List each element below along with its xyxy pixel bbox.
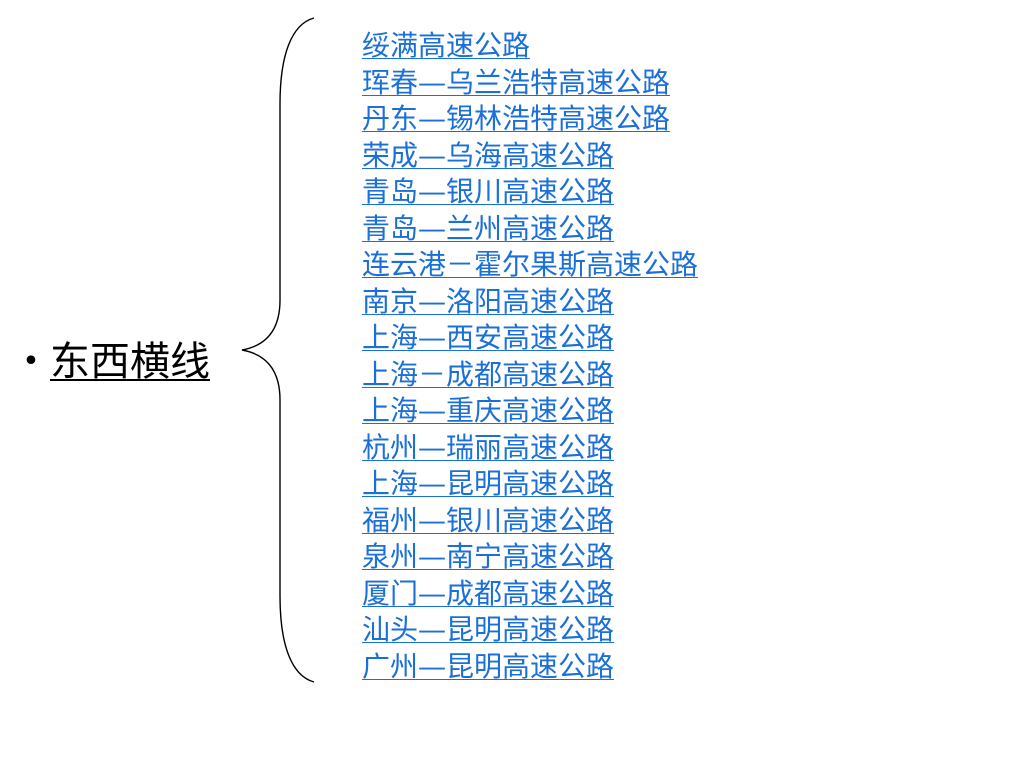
route-link[interactable]: 丹东—锡林浩特高速公路 xyxy=(362,102,671,135)
list-item: 荣成—乌海高速公路 xyxy=(362,138,698,175)
route-link[interactable]: 绥满高速公路 xyxy=(362,29,531,62)
curly-brace-icon xyxy=(241,17,315,683)
route-link[interactable]: 厦门—成都高速公路 xyxy=(362,576,615,610)
list-item: 连云港－霍尔果斯高速公路 xyxy=(362,247,698,284)
route-link[interactable]: 福州—银川高速公路 xyxy=(362,503,615,537)
route-link[interactable]: 汕头—昆明高速公路 xyxy=(362,613,615,646)
route-link[interactable]: 上海—重庆高速公路 xyxy=(362,394,615,427)
list-item: 绥满高速公路 xyxy=(362,28,698,65)
heading-text: 东西横线 xyxy=(50,339,210,385)
route-link[interactable]: 南京—洛阳高速公路 xyxy=(362,284,615,318)
route-link[interactable]: 泉州—南宁高速公路 xyxy=(362,540,615,573)
list-item: 上海—西安高速公路 xyxy=(362,320,698,357)
list-item: 上海—昆明高速公路 xyxy=(362,466,698,503)
list-item: 广州—昆明高速公路 xyxy=(362,649,698,686)
list-item: 汕头—昆明高速公路 xyxy=(362,612,698,649)
list-item: 杭州—瑞丽高速公路 xyxy=(362,430,698,467)
list-item: 丹东—锡林浩特高速公路 xyxy=(362,101,698,138)
route-link[interactable]: 珲春—乌兰浩特高速公路 xyxy=(362,65,671,99)
list-item: 珲春—乌兰浩特高速公路 xyxy=(362,65,698,102)
list-item: 上海—重庆高速公路 xyxy=(362,393,698,430)
list-item: 青岛—银川高速公路 xyxy=(362,174,698,211)
heading-east-west-lines: • 东西横线 xyxy=(12,334,210,390)
list-item: 青岛—兰州高速公路 xyxy=(362,211,698,248)
route-link[interactable]: 连云港－霍尔果斯高速公路 xyxy=(362,248,699,281)
route-link[interactable]: 荣成—乌海高速公路 xyxy=(362,138,615,172)
route-list: 绥满高速公路 珲春—乌兰浩特高速公路 丹东—锡林浩特高速公路 荣成—乌海高速公路… xyxy=(362,28,698,685)
list-item: 厦门—成都高速公路 xyxy=(362,576,698,613)
route-link[interactable]: 杭州—瑞丽高速公路 xyxy=(362,430,615,464)
route-link[interactable]: 广州—昆明高速公路 xyxy=(362,649,615,683)
route-link[interactable]: 青岛—兰州高速公路 xyxy=(362,211,615,245)
bullet-marker: • xyxy=(22,344,40,379)
list-item: 福州—银川高速公路 xyxy=(362,503,698,540)
list-item: 上海－成都高速公路 xyxy=(362,357,698,394)
list-item: 泉州—南宁高速公路 xyxy=(362,539,698,576)
route-link[interactable]: 上海—昆明高速公路 xyxy=(362,467,615,500)
route-link[interactable]: 青岛—银川高速公路 xyxy=(362,175,615,208)
route-link[interactable]: 上海—西安高速公路 xyxy=(362,321,615,354)
route-link[interactable]: 上海－成都高速公路 xyxy=(362,357,615,391)
list-item: 南京—洛阳高速公路 xyxy=(362,284,698,321)
